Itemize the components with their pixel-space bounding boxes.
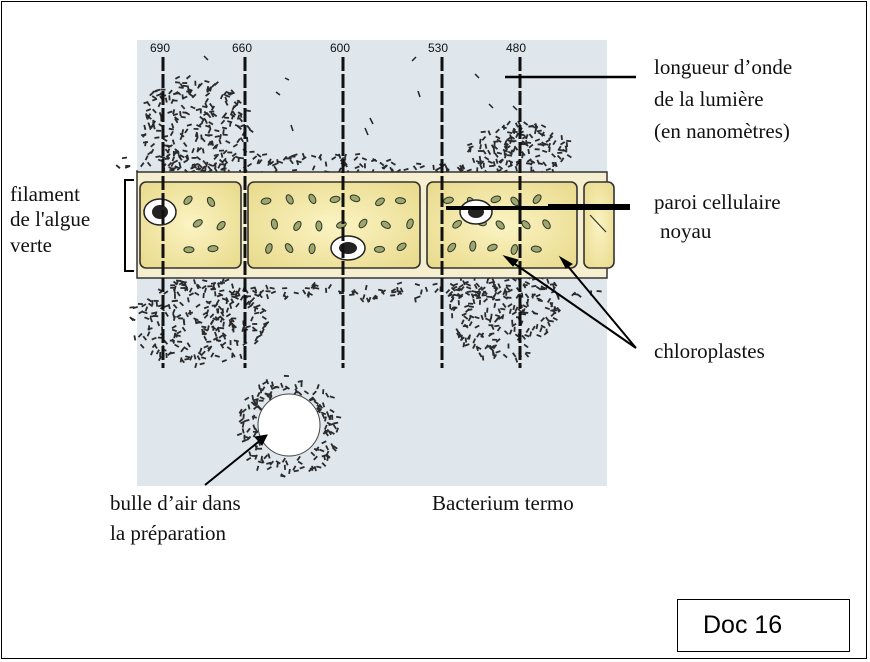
bacterium (530, 167, 532, 172)
bacterium (227, 152, 232, 154)
bacterium (468, 303, 473, 305)
filament-label-1: filament (10, 182, 80, 206)
wavelength-label: 690 (150, 41, 170, 55)
bacterium (492, 339, 497, 341)
bacterium (557, 152, 562, 154)
bacterium (173, 151, 175, 156)
bacterium-label: Bacterium termo (432, 491, 574, 515)
bacterium (265, 290, 270, 292)
bacterium (244, 435, 246, 440)
bacterium (161, 89, 166, 91)
bacterium (233, 327, 235, 332)
bacterium (166, 353, 168, 358)
bacterium (194, 81, 196, 86)
bacterium (339, 292, 344, 294)
bacterium (178, 317, 183, 319)
bacterium (540, 288, 545, 290)
bacterium (483, 163, 485, 168)
nucleus (331, 236, 365, 260)
wavelength-caption-3: (en nanomètres) (654, 119, 790, 143)
bacterium (259, 400, 264, 402)
bacterium (176, 280, 181, 282)
bacterium (364, 163, 366, 168)
bacterium (246, 295, 251, 297)
bacterium (301, 382, 303, 387)
wavelength-label: 530 (428, 41, 448, 55)
bacterium (252, 323, 257, 325)
bacterium (125, 165, 130, 167)
doc-number-box: Doc 16 (677, 599, 850, 652)
bacterium (138, 303, 143, 305)
bacterium (217, 308, 219, 313)
nucleus (144, 199, 176, 225)
paroi-label: paroi cellulaire (654, 190, 781, 214)
wavelength-label: 480 (506, 41, 526, 55)
bacterium (156, 130, 161, 132)
bulle-label-1: bulle d’air dans (110, 491, 241, 515)
wavelength-caption-2: de la lumière (654, 87, 764, 111)
bacterium (141, 134, 146, 136)
filament-label-2: de l'algue (10, 207, 90, 231)
wavelength-caption-1: longueur d’onde (654, 55, 792, 79)
bacterium (152, 120, 154, 125)
bacterium (219, 163, 224, 165)
bacterium (194, 128, 199, 130)
chloroplast (374, 246, 384, 252)
bacterium (484, 312, 486, 317)
bacterium (170, 284, 175, 286)
bacterium (192, 157, 197, 159)
bacterium (284, 375, 289, 377)
bacterium (116, 164, 121, 169)
bacterium (478, 150, 483, 152)
bacterium (170, 287, 175, 289)
bacterium (510, 162, 512, 167)
bacterium (133, 335, 136, 340)
bacterium (508, 344, 510, 349)
algae-filament (137, 172, 614, 278)
bacterium (249, 151, 254, 153)
wavelength-label: 600 (330, 41, 350, 55)
filament-bracket (125, 180, 134, 271)
bacterium (373, 297, 378, 299)
bacterium (287, 158, 292, 160)
bacterium (514, 327, 516, 332)
bacterium (243, 414, 245, 419)
chloroplast (208, 245, 218, 252)
bacterium (182, 82, 187, 84)
bacterium (451, 313, 453, 318)
bacterium (495, 299, 500, 301)
bacterium (122, 157, 127, 159)
bacterium (221, 169, 226, 171)
bacterium (488, 324, 493, 326)
bacterium (260, 388, 262, 393)
bacterium (449, 304, 451, 309)
bacterium (511, 320, 513, 325)
bacterium (168, 95, 170, 100)
bacterium (535, 148, 540, 150)
bacterium (207, 285, 212, 287)
nucleus (460, 200, 492, 224)
bacterium (219, 150, 224, 152)
chloroplast (395, 197, 405, 204)
bacterium (174, 294, 176, 299)
bacterium (159, 352, 161, 357)
bacterium (479, 300, 481, 305)
chloroplast (316, 221, 323, 231)
bacterium (282, 287, 287, 289)
bacterium (257, 448, 262, 450)
chloroplastes-label: chloroplastes (654, 339, 765, 363)
air-bubble (258, 394, 320, 456)
filament-label-3: verte (10, 233, 52, 257)
wavelength-label: 660 (232, 41, 252, 55)
bacterium (154, 300, 159, 302)
bacterium (322, 389, 324, 394)
bacterium (230, 340, 232, 345)
bulle-label-2: la préparation (110, 521, 226, 545)
noyau-label: noyau (660, 219, 711, 243)
chloroplast (184, 247, 194, 253)
